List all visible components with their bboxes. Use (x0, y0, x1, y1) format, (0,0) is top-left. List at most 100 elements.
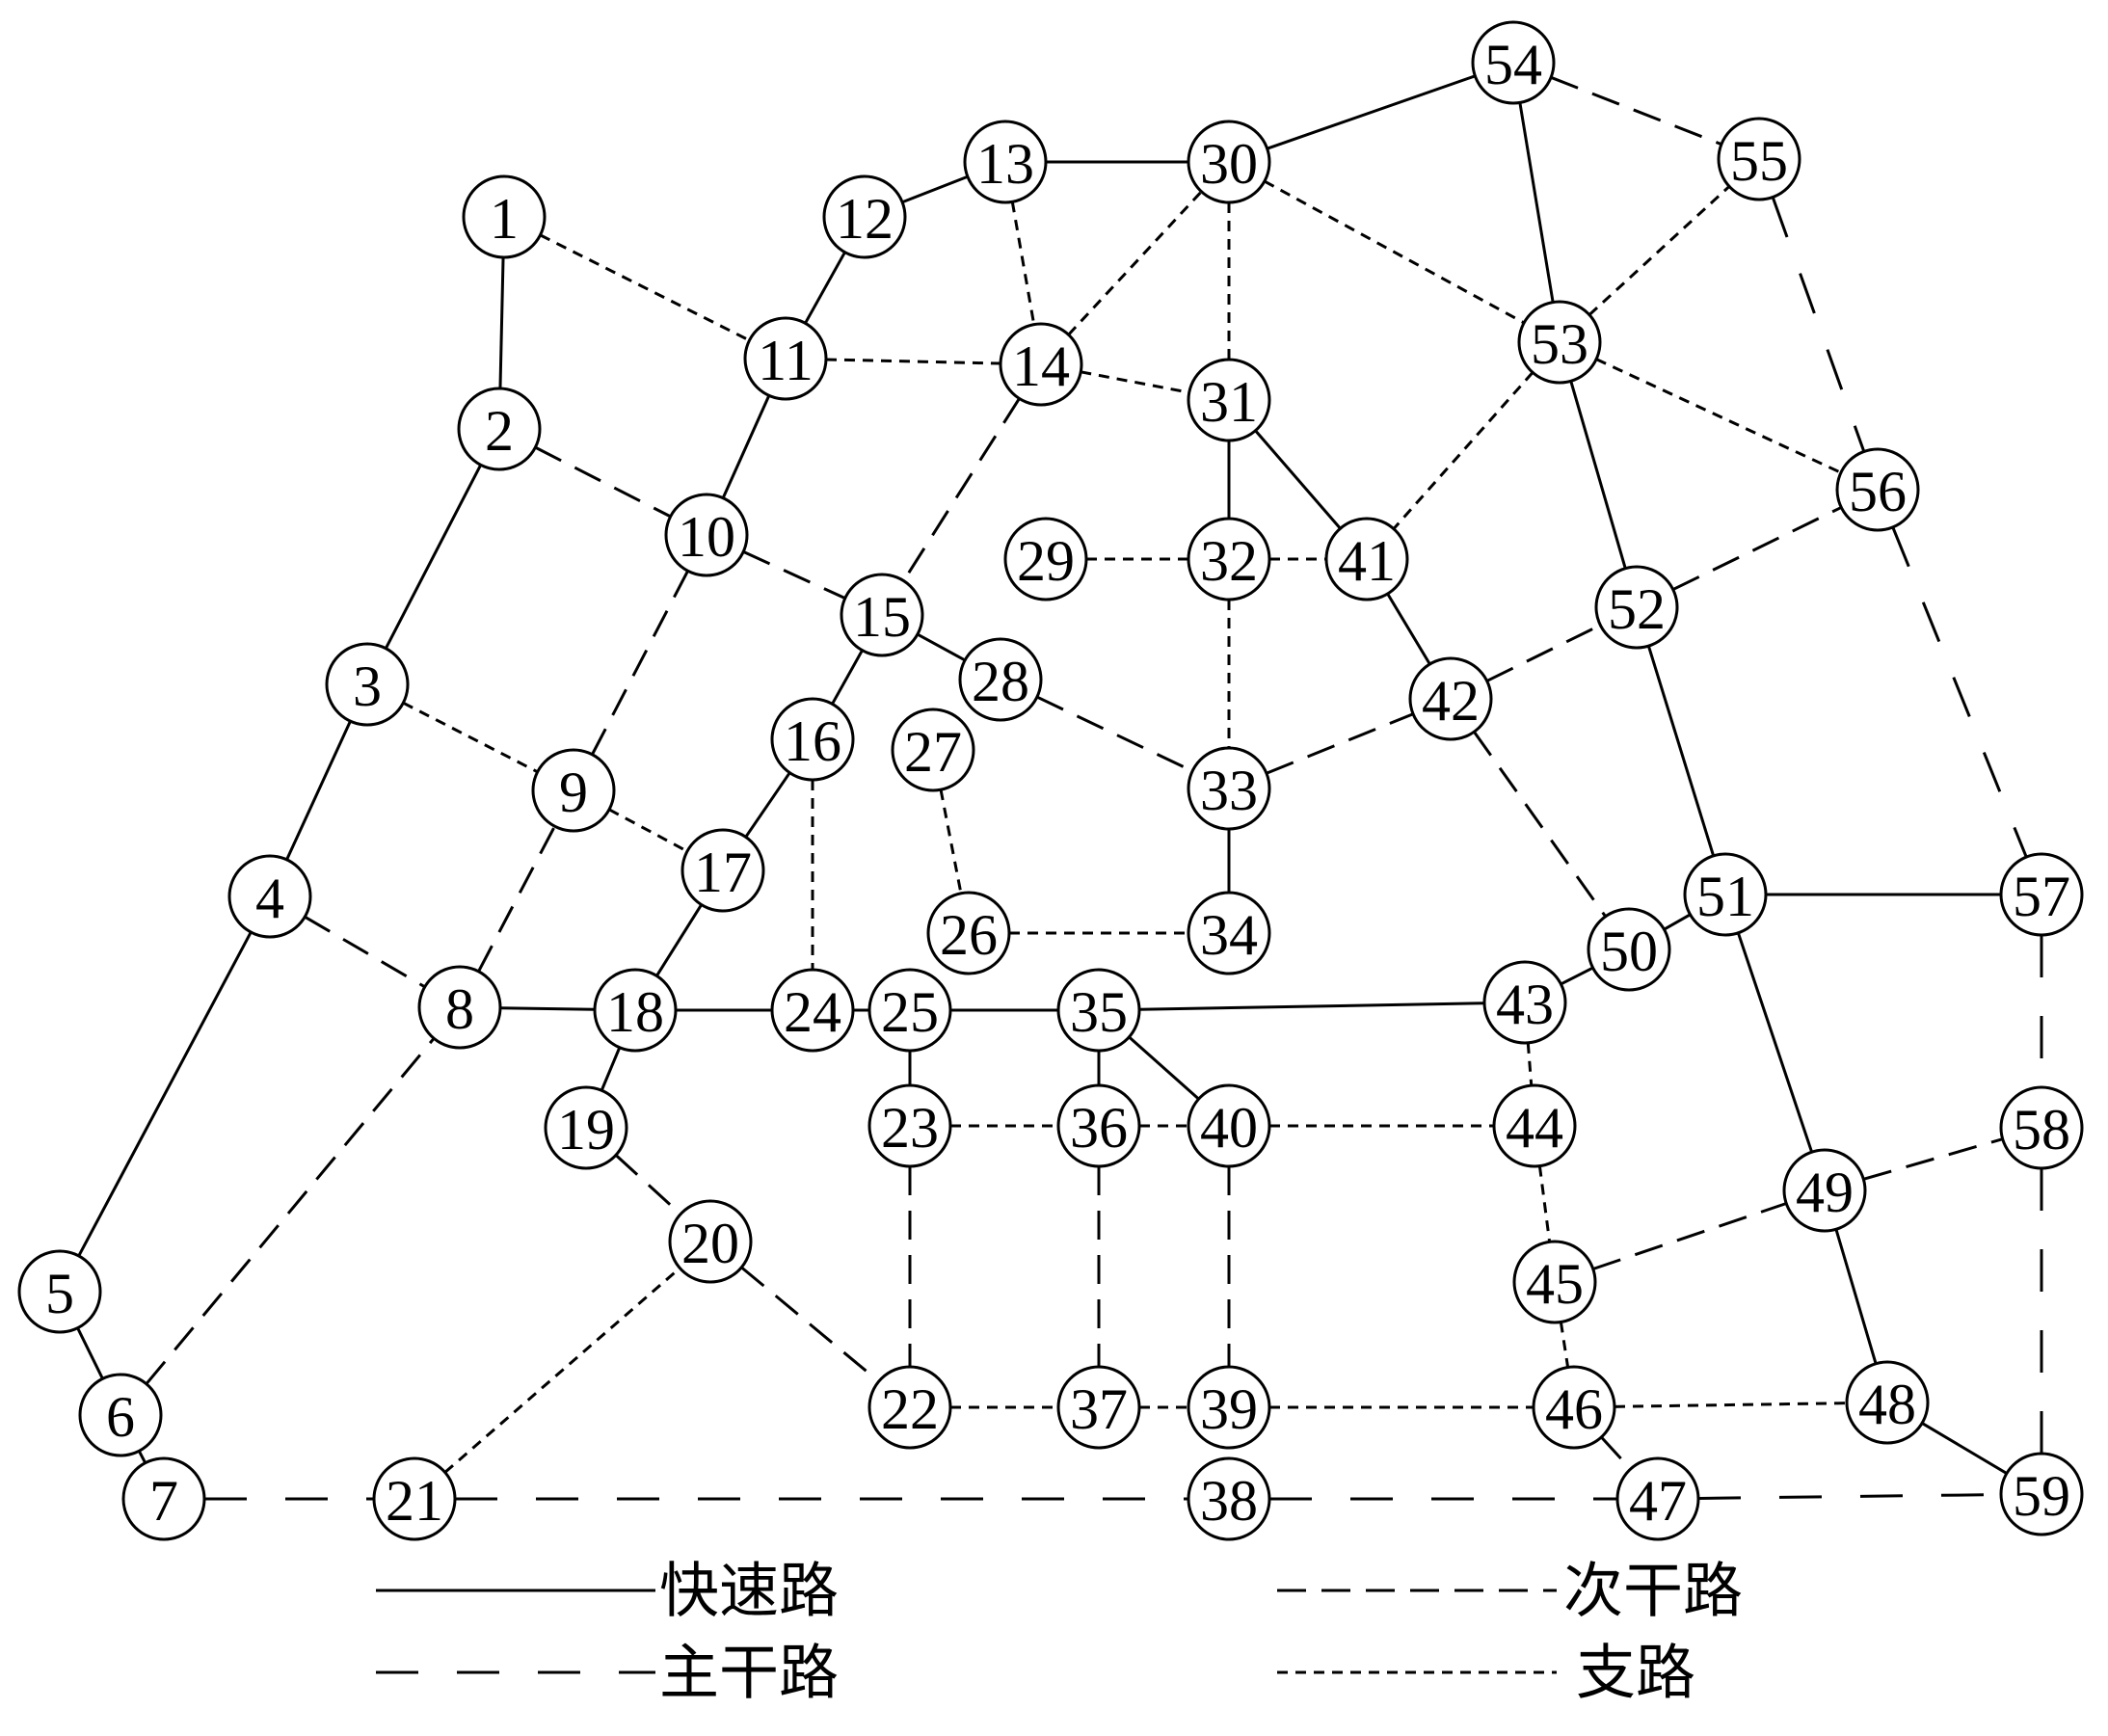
node-circle-34 (1187, 891, 1271, 975)
node-25: 25 (867, 968, 952, 1053)
edge-branch-30-53 (1264, 179, 1525, 325)
node-21: 21 (372, 1456, 457, 1541)
edge-expressway-5-6 (76, 1327, 104, 1379)
node-label-32: 32 (1200, 529, 1258, 593)
node-57: 57 (1999, 852, 2084, 937)
node-35: 35 (1056, 968, 1141, 1053)
node-15: 15 (840, 573, 924, 657)
node-circle-50 (1587, 907, 1671, 992)
legend-label-branch: 支路 (1576, 1638, 1695, 1708)
node-circle-36 (1056, 1083, 1141, 1168)
edge-secondary-8-9 (477, 825, 556, 973)
edge-branch-13-14 (1010, 201, 1036, 325)
node-13: 13 (963, 120, 1048, 204)
legend: 快速路 次干路 主干路 支路 (376, 1556, 1743, 1708)
node-54: 54 (1471, 20, 1556, 105)
node-circle-44 (1492, 1083, 1577, 1168)
node-47: 47 (1615, 1456, 1700, 1541)
edge-expressway-2-3 (384, 464, 483, 650)
node-circle-40 (1187, 1083, 1271, 1168)
node-24: 24 (770, 968, 855, 1053)
edge-secondary-10-15 (742, 550, 846, 600)
node-circle-41 (1324, 517, 1409, 601)
edge-expressway-16-17 (744, 771, 791, 839)
node-circle-49 (1782, 1148, 1867, 1233)
node-1: 1 (462, 174, 547, 259)
node-circle-17 (680, 828, 765, 913)
edge-branch-14-30 (1067, 190, 1203, 336)
edge-secondary-20-22 (740, 1266, 880, 1383)
edge-expressway-41-42 (1386, 593, 1431, 665)
node-label-2: 2 (485, 399, 514, 463)
edge-expressway-52-51 (1646, 645, 1716, 857)
node-55: 55 (1717, 117, 1801, 201)
edge-expressway-18-19 (600, 1047, 622, 1091)
node-label-19: 19 (557, 1098, 615, 1162)
edge-expressway-35-43 (1138, 1002, 1485, 1011)
node-label-35: 35 (1070, 980, 1128, 1044)
node-label-41: 41 (1338, 529, 1396, 593)
node-50: 50 (1587, 907, 1671, 992)
node-label-49: 49 (1796, 1161, 1854, 1224)
node-label-31: 31 (1200, 370, 1258, 434)
edge-expressway-15-28 (917, 632, 966, 662)
edge-expressway-50-51 (1663, 913, 1692, 931)
edge-expressway-40-35 (1128, 1035, 1200, 1101)
node-label-36: 36 (1070, 1096, 1128, 1160)
node-circle-23 (867, 1083, 952, 1168)
edge-expressway-30-54 (1267, 74, 1476, 150)
node-circle-27 (891, 708, 975, 792)
node-20: 20 (668, 1199, 753, 1284)
node-label-15: 15 (853, 585, 911, 649)
node-circle-54 (1471, 20, 1556, 105)
node-40: 40 (1187, 1083, 1271, 1168)
node-label-47: 47 (1629, 1469, 1687, 1533)
node-label-25: 25 (881, 980, 939, 1044)
node-46: 46 (1532, 1365, 1616, 1450)
node-label-50: 50 (1600, 920, 1658, 983)
node-circle-57 (1999, 852, 2084, 937)
node-circle-38 (1187, 1456, 1271, 1541)
edge-branch-11-14 (825, 358, 1001, 365)
node-label-34: 34 (1200, 903, 1258, 967)
node-circle-24 (770, 968, 855, 1053)
node-circle-6 (78, 1373, 163, 1457)
node-circle-15 (840, 573, 924, 657)
legend-label-expressway: 快速路 (659, 1556, 839, 1626)
node-label-14: 14 (1012, 334, 1070, 398)
node-circle-32 (1187, 517, 1271, 601)
node-label-46: 46 (1545, 1377, 1603, 1441)
node-22: 22 (867, 1365, 952, 1450)
node-52: 52 (1594, 565, 1679, 650)
node-32: 32 (1187, 517, 1271, 601)
node-36: 36 (1056, 1083, 1141, 1168)
node-label-56: 56 (1849, 460, 1907, 523)
node-12: 12 (822, 174, 907, 259)
node-45: 45 (1512, 1240, 1597, 1324)
node-37: 37 (1056, 1365, 1141, 1450)
node-label-1: 1 (490, 187, 519, 251)
edge-expressway-12-13 (901, 174, 969, 204)
node-33: 33 (1187, 746, 1271, 831)
node-23: 23 (867, 1083, 952, 1168)
node-43: 43 (1482, 960, 1567, 1045)
node-18: 18 (593, 968, 678, 1053)
edge-secondary-52-56 (1672, 506, 1842, 591)
node-circle-37 (1056, 1365, 1141, 1450)
node-label-6: 6 (106, 1385, 135, 1449)
edge-secondary-19-20 (614, 1154, 682, 1215)
edge-branch-1-11 (539, 233, 751, 342)
node-44: 44 (1492, 1083, 1577, 1168)
edge-branch-53-56 (1595, 358, 1842, 474)
node-circle-29 (1003, 517, 1088, 601)
node-circle-20 (668, 1199, 753, 1284)
node-circle-56 (1835, 447, 1920, 532)
node-14: 14 (999, 322, 1083, 407)
edge-branch-46-48 (1614, 1402, 1848, 1408)
edge-arterial-47-59 (1697, 1493, 2002, 1500)
node-label-29: 29 (1017, 529, 1075, 593)
legend-label-arterial: 主干路 (659, 1638, 839, 1708)
node-label-3: 3 (353, 654, 382, 718)
node-label-18: 18 (606, 980, 664, 1044)
